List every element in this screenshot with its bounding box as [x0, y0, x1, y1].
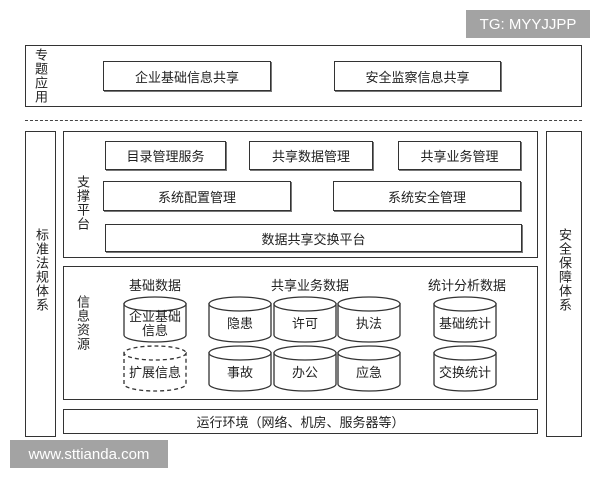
- database-cylinder: 办公: [273, 345, 337, 392]
- basic-data-title: 基础数据: [128, 279, 181, 294]
- database-cylinder: 应急: [337, 345, 401, 392]
- database-cylinder: 许可: [273, 296, 337, 343]
- safety-supervision-share: 安全监察信息共享: [334, 61, 501, 91]
- cylinder-icon: [273, 345, 337, 392]
- shared-business-data-title: 共享业务数据: [270, 279, 349, 294]
- statistics-data-title: 统计分析数据: [427, 279, 506, 294]
- runtime-environment: 运行环境（网络、机房、服务器等）: [63, 409, 538, 434]
- cylinder-label: 企业基础信息: [128, 309, 181, 339]
- cylinder-label: 办公: [291, 365, 318, 381]
- shared-data-mgmt: 共享数据管理: [249, 141, 373, 170]
- security-column: [546, 131, 582, 437]
- standards-column: [25, 131, 56, 437]
- cylinder-icon: [123, 345, 187, 392]
- database-cylinder: 隐患: [208, 296, 272, 343]
- system-config-mgmt: 系统配置管理: [103, 181, 291, 211]
- database-cylinder: 交换统计: [433, 345, 497, 392]
- cylinder-label: 执法: [355, 316, 382, 332]
- watermark-top: TG: MYYJJPP: [466, 10, 590, 38]
- database-cylinder: 企业基础信息: [123, 296, 187, 343]
- watermark-bottom: www.sttianda.com: [10, 440, 168, 468]
- database-cylinder: 事故: [208, 345, 272, 392]
- cylinder-label: 扩展信息: [128, 365, 181, 381]
- enterprise-info-share: 企业基础信息共享: [103, 61, 271, 91]
- cylinder-label: 事故: [226, 365, 253, 381]
- cylinder-label: 隐患: [226, 316, 253, 332]
- cylinder-icon: [208, 345, 272, 392]
- cylinder-label: 基础统计: [438, 316, 491, 332]
- cylinder-icon: [433, 296, 497, 343]
- info-resources-label: 信息资源: [74, 295, 89, 351]
- support-platform-label: 支撑平台: [74, 175, 89, 231]
- cylinder-icon: [208, 296, 272, 343]
- cylinder-label: 应急: [355, 365, 382, 381]
- catalog-service: 目录管理服务: [105, 141, 226, 170]
- cylinder-icon: [433, 345, 497, 392]
- database-cylinder: 执法: [337, 296, 401, 343]
- divider-dashed: [25, 120, 582, 121]
- cylinder-icon: [123, 296, 187, 343]
- standards-label: 标准法规体系: [33, 228, 48, 312]
- security-label: 安全保障体系: [556, 228, 571, 312]
- database-cylinder: 扩展信息: [123, 345, 187, 392]
- topic-apps-label: 专题应用: [32, 48, 47, 104]
- cylinder-icon: [273, 296, 337, 343]
- database-cylinder: 基础统计: [433, 296, 497, 343]
- data-exchange-platform: 数据共享交换平台: [105, 224, 522, 252]
- shared-business-mgmt: 共享业务管理: [398, 141, 521, 170]
- cylinder-label: 许可: [291, 316, 318, 332]
- cylinder-icon: [337, 345, 401, 392]
- cylinder-label: 交换统计: [438, 365, 491, 381]
- system-security-mgmt: 系统安全管理: [333, 181, 521, 211]
- cylinder-icon: [337, 296, 401, 343]
